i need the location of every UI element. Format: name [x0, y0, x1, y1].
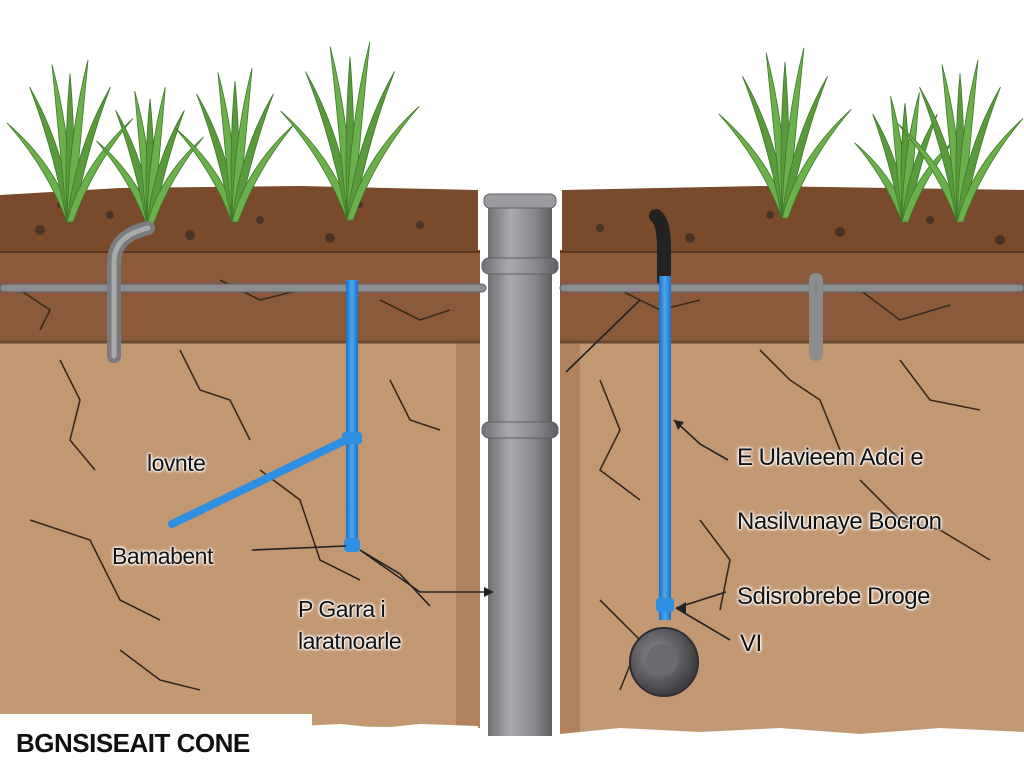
- label-center-2: laratnoarle: [298, 628, 402, 654]
- label-right-1: E Ulavieem Adci e: [737, 444, 924, 471]
- plant-leaf: [781, 109, 852, 219]
- left-blue-pipe-branch: [168, 434, 354, 528]
- leader-arrowheads: [484, 420, 686, 614]
- plant-leaf: [956, 118, 1024, 223]
- right-horizontal-pipe: [559, 283, 1024, 293]
- plant: [854, 92, 956, 223]
- right-subsoil: [560, 340, 1024, 734]
- left-horizontal-pipe: [0, 283, 487, 293]
- right-soil-sidewall: [560, 250, 580, 734]
- label-left-1: lovnte: [147, 450, 206, 476]
- label-right-2: Nasilvunaye Bocron: [737, 508, 942, 535]
- bottom-edge: [560, 728, 1024, 768]
- drain-fitting-center: [646, 644, 678, 676]
- right-blue-pipe-vertical: [659, 276, 671, 620]
- pole-collar: [481, 257, 559, 275]
- plant: [6, 59, 134, 223]
- pipe-highlight: [111, 225, 151, 359]
- label-right-4: VI: [740, 630, 762, 657]
- plant-leaf: [146, 136, 204, 226]
- pole-body: [488, 196, 552, 736]
- pipe-joint: [656, 598, 674, 612]
- plant: [96, 87, 204, 226]
- plant: [174, 67, 296, 223]
- caption-box: BGNSISEAIT CONE: [0, 714, 312, 768]
- left-topsoil-band: [0, 250, 480, 342]
- pole-cap: [483, 193, 557, 209]
- bottom-edge: [300, 724, 478, 768]
- plant: [718, 47, 852, 219]
- label-right-3: Sdisrobrebe Droge: [737, 583, 930, 610]
- left-blue-pipe-vertical: [346, 280, 358, 548]
- plant-row: [6, 41, 1024, 226]
- pipe-joint: [342, 432, 362, 444]
- plant: [896, 59, 1024, 223]
- soil-cracks: [19, 279, 451, 691]
- right-black-pipe: [649, 209, 671, 287]
- pole-collar: [481, 421, 559, 439]
- label-left-2: Bamabent: [112, 543, 213, 569]
- left-blue-pipe: [168, 280, 362, 552]
- pipe-joint: [344, 538, 360, 552]
- plant-leaf: [66, 118, 134, 223]
- plant-leaf: [346, 105, 420, 221]
- right-topsoil-band: [560, 250, 1024, 342]
- horizontal-gray-pipes: [0, 283, 1024, 293]
- caption-text: BGNSISEAIT CONE: [16, 728, 250, 758]
- plant: [280, 41, 420, 221]
- soil-pebbles: [596, 211, 1005, 245]
- right-blue-pipe: [629, 209, 699, 697]
- central-gray-pole: [481, 193, 559, 736]
- left-soil-block: [0, 186, 480, 728]
- label-center-1: P Garra i: [298, 596, 386, 622]
